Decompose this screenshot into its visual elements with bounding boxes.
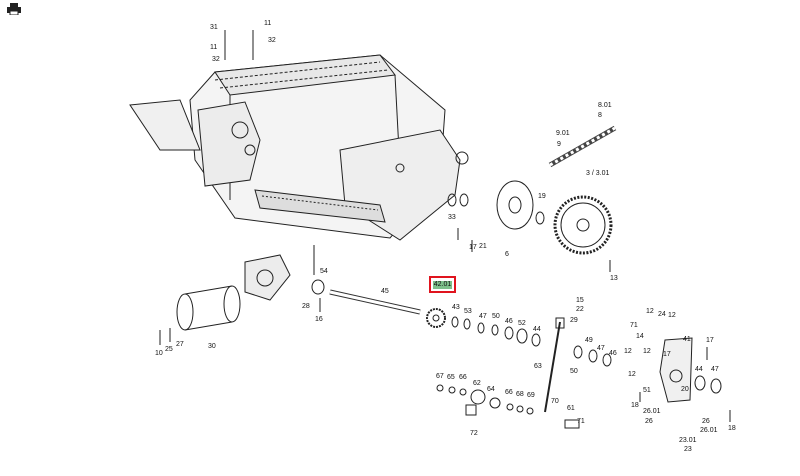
part-number-label: 66 (459, 374, 467, 381)
part-number-label: 26 (702, 418, 710, 425)
fasteners (159, 30, 731, 422)
part-number-label: 12 (624, 348, 632, 355)
gearbox (244, 254, 291, 301)
part-number-label: 12 (646, 308, 654, 315)
part-number-label: 24 (658, 311, 666, 318)
part-number-label: 26.01 (700, 427, 718, 434)
part-number-label: 6 (505, 251, 509, 258)
part-number-label: 62 (473, 380, 481, 387)
part-number-label: 71 (630, 322, 638, 329)
part-number-label: 71 (577, 418, 585, 425)
part-number-label: 13 (610, 275, 618, 282)
part-number-label: 68 (516, 391, 524, 398)
frame-housing (129, 54, 469, 241)
part-number-label: 10 (155, 350, 163, 357)
part-number-label: 44 (533, 326, 541, 333)
part-number-label: 47 (479, 313, 487, 320)
part-number-label: 25 (165, 346, 173, 353)
side-plate-41 (659, 337, 693, 403)
part-number-label: 67 (436, 373, 444, 380)
part-number-label: 28 (302, 303, 310, 310)
part-number-label: 26 (645, 418, 653, 425)
part-number-label: 51 (643, 387, 651, 394)
part-number-label: 47 (711, 366, 719, 373)
part-number-label: 20 (681, 386, 689, 393)
part-number-label: 29 (570, 317, 578, 324)
flange-disc (447, 180, 545, 230)
highlight-box[interactable]: 42.01 (429, 276, 456, 293)
part-number-label: 43 (452, 304, 460, 311)
part-number-label: 70 (551, 398, 559, 405)
sprocket-wheel (553, 195, 613, 255)
part-number-label: 65 (447, 374, 455, 381)
part-number-label: 9.01 (556, 130, 570, 137)
part-number-label: 66 (505, 389, 513, 396)
part-number-label: 44 (695, 366, 703, 373)
drive-chain (548, 125, 617, 168)
part-number-label: 23 (684, 446, 692, 453)
part-number-label: 49 (585, 337, 593, 344)
part-number-label: 45 (381, 288, 389, 295)
part-number-label: 18 (728, 425, 736, 432)
part-number-label: 3 / 3.01 (586, 170, 610, 177)
part-number-label: 53 (464, 308, 472, 315)
part-number-label: 26.01 (643, 408, 661, 415)
part-number-label: 52 (518, 320, 526, 327)
part-number-label: 61 (567, 405, 575, 412)
part-number-label: 54 (320, 268, 328, 275)
part-number-label: 47 (597, 345, 605, 352)
part-number-label: 32 (212, 56, 220, 63)
part-number-label: 32 (268, 37, 276, 44)
part-number-label: 19 (538, 193, 546, 200)
part-number-label: 33 (448, 214, 456, 221)
washer-row (451, 316, 722, 394)
part-number-label: 12 (668, 312, 676, 319)
part-number-label: 17 (469, 244, 477, 251)
sprocket-42-01 (426, 308, 446, 328)
part-number-label: 11 (264, 20, 272, 27)
part-number-label: 46 (505, 318, 513, 325)
lever-63 (544, 317, 565, 413)
part-number-label: 12 (628, 371, 636, 378)
shaft-45 (311, 279, 421, 315)
part-number-label: 17 (663, 351, 671, 358)
part-number-label: 69 (527, 392, 535, 399)
part-number-label: 16 (315, 316, 323, 323)
part-number-label: 64 (487, 386, 495, 393)
part-number-label: 14 (636, 333, 644, 340)
part-number-label: 50 (570, 368, 578, 375)
part-number-label: 18 (631, 402, 639, 409)
part-number-label: 9 (557, 141, 561, 148)
part-number-label: 23.01 (679, 437, 697, 444)
drum-30 (176, 285, 241, 331)
part-number-label: 17 (706, 337, 714, 344)
part-number-label: 72 (470, 430, 478, 437)
part-number-label: 8.01 (598, 102, 612, 109)
part-number-label: 11 (210, 44, 218, 51)
part-number-label: 12 (643, 348, 651, 355)
printer-icon[interactable] (6, 2, 22, 16)
part-number-label: 21 (479, 243, 487, 250)
part-number-label: 22 (576, 306, 584, 313)
part-number-label: 41 (683, 336, 691, 343)
part-number-label: 8 (598, 112, 602, 119)
part-number-label: 31 (210, 24, 218, 31)
part-number-label: 15 (576, 297, 584, 304)
part-number-label: 30 (208, 343, 216, 350)
lower-gear-group (436, 384, 580, 429)
part-number-label: 46 (609, 350, 617, 357)
highlight-label: 42.01 (432, 281, 453, 289)
part-number-label: 27 (176, 341, 184, 348)
part-number-label: 63 (534, 363, 542, 370)
part-number-label: 50 (492, 313, 500, 320)
